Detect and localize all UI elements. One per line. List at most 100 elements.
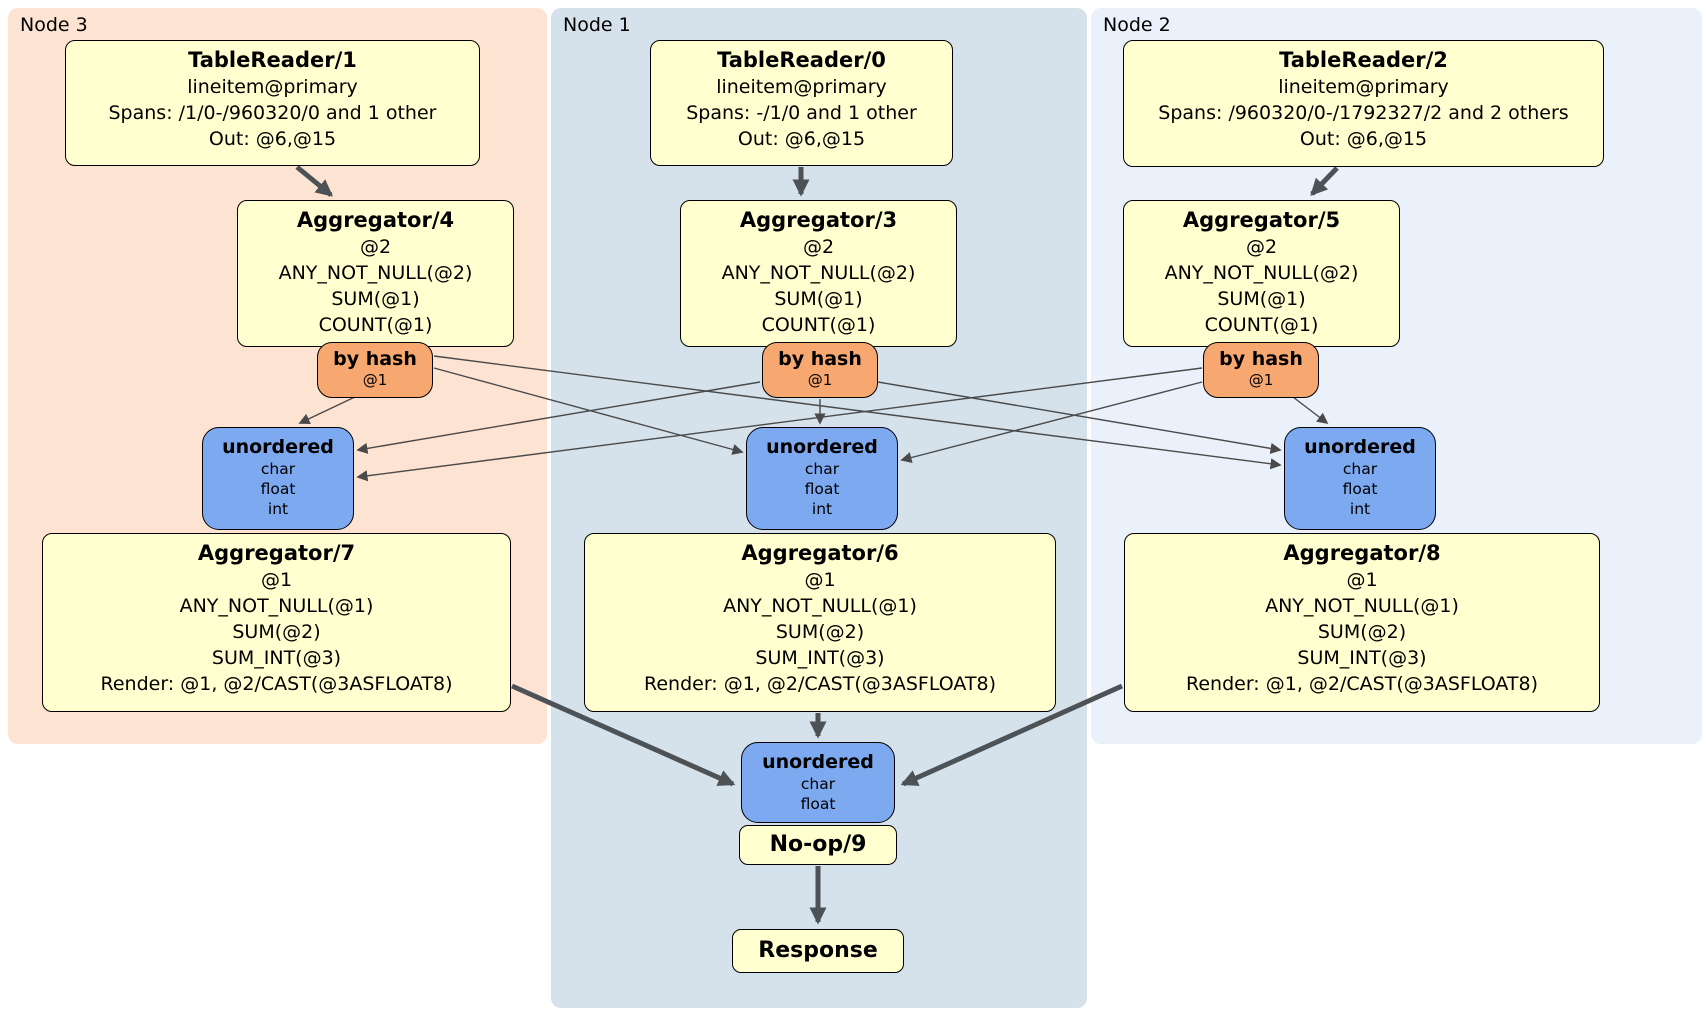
sync-type: char [804,460,840,478]
processor-groupcols: @1 [804,569,836,591]
processor-out: Out: @6,@15 [737,128,866,150]
router-key: @1 [1248,371,1274,389]
processor-groupcols: @2 [802,236,835,258]
processor-index: lineitem@primary [187,76,358,98]
processor-agg-fn: ANY_NOT_NULL(@2) [278,262,473,284]
processor-title: Aggregator/6 [741,541,899,565]
processor-spans: Spans: -/1/0 and 1 other [686,102,917,124]
processor-agg-fn: COUNT(@1) [1204,314,1319,336]
processor-agg-fn: ANY_NOT_NULL(@2) [721,262,916,284]
edge-agg7-syncfinal [510,683,736,787]
processor-aggregator-7: Aggregator/7 @1 ANY_NOT_NULL(@1) SUM(@2)… [42,533,511,712]
sync-label: unordered [1304,436,1416,458]
router-by-hash-node3: by hash @1 [317,342,433,398]
router-by-hash-node2: by hash @1 [1203,342,1319,398]
processor-aggregator-5: Aggregator/5 @2 ANY_NOT_NULL(@2) SUM(@1)… [1123,200,1400,347]
edge-hash3-unordered1 [433,367,744,455]
router-label: by hash [1219,348,1303,370]
processor-agg-fn: ANY_NOT_NULL(@1) [1265,595,1459,617]
processor-index: lineitem@primary [716,76,887,98]
sync-type: char [1342,460,1378,478]
sync-type: char [800,775,836,793]
sync-type: char [260,460,296,478]
processor-tablereader-2: TableReader/2 lineitem@primary Spans: /9… [1123,40,1604,167]
sync-label: unordered [762,751,874,773]
sync-type: int [1349,500,1371,518]
processor-render: Render: @1, @2/CAST(@3ASFLOAT8) [644,673,996,695]
processor-aggregator-4: Aggregator/4 @2 ANY_NOT_NULL(@2) SUM(@1)… [237,200,514,347]
processor-agg-fn: ANY_NOT_NULL(@1) [723,595,917,617]
edge-agg8-syncfinal [900,683,1124,787]
processor-title: Aggregator/8 [1283,541,1441,565]
sync-unordered-node3: unordered char float int [202,427,354,530]
edge-hash1-unordered2 [877,381,1282,454]
edge-hash1-unordered3 [356,381,761,454]
processor-title: TableReader/2 [1279,48,1448,72]
sync-type: float [260,480,296,498]
router-key: @1 [807,371,833,389]
router-label: by hash [333,348,417,370]
processor-title: Aggregator/7 [197,541,356,565]
processor-agg-fn: ANY_NOT_NULL(@2) [1164,262,1359,284]
edge-hash3-unordered2 [433,355,1282,470]
processor-agg-fn: COUNT(@1) [761,314,876,336]
sync-type: float [804,480,840,498]
processor-agg-fn: SUM_INT(@3) [755,647,885,669]
region-node3-label: Node 3 [20,14,88,36]
processor-agg-fn: COUNT(@1) [318,314,433,336]
processor-spans: Spans: /1/0-/960320/0 and 1 other [108,102,437,124]
router-by-hash-node1: by hash @1 [762,342,878,398]
processor-tablereader-0: TableReader/0 lineitem@primary Spans: -/… [650,40,953,166]
region-node2-label: Node 2 [1103,14,1171,36]
sync-label: unordered [222,436,334,458]
processor-groupcols: @1 [260,569,293,591]
sync-unordered-node2: unordered char float int [1284,427,1436,530]
processor-agg-fn: SUM_INT(@3) [211,647,342,669]
sync-type: int [811,500,833,518]
edge-tr1-agg4 [295,165,333,197]
edge-hash2-unordered3 [356,367,1203,482]
processor-noop-9: No-op/9 [739,825,897,865]
processor-agg-fn: SUM(@1) [331,288,420,310]
processor-groupcols: @2 [359,236,392,258]
processor-title: TableReader/1 [188,48,357,72]
processor-render: Render: @1, @2/CAST(@3ASFLOAT8) [100,673,453,695]
processor-agg-fn: SUM(@1) [1217,288,1306,310]
router-key: @1 [362,371,388,389]
router-label: by hash [778,348,862,370]
sync-unordered-node1: unordered char float int [746,427,898,530]
processor-out: Out: @6,@15 [1299,128,1428,150]
processor-title: Aggregator/4 [296,208,455,232]
processor-render: Render: @1, @2/CAST(@3ASFLOAT8) [1186,673,1538,695]
edge-hash3-unordered3 [298,395,358,424]
processor-title: TableReader/0 [717,48,886,72]
processor-agg-fn: SUM(@1) [774,288,863,310]
processor-agg-fn: ANY_NOT_NULL(@1) [179,595,374,617]
processor-index: lineitem@primary [1278,76,1449,98]
processor-agg-fn: SUM(@2) [232,621,321,643]
processor-tablereader-1: TableReader/1 lineitem@primary Spans: /1… [65,40,480,166]
processor-agg-fn: SUM(@2) [1317,621,1407,643]
processor-agg-fn: SUM(@2) [775,621,865,643]
processor-title: Aggregator/5 [1182,208,1341,232]
region-node1-label: Node 1 [563,14,631,36]
sync-type: int [267,500,289,518]
edge-hash2-unordered1 [900,381,1203,464]
edge-hash2-unordered2 [1292,396,1329,425]
processor-title: Aggregator/3 [739,208,898,232]
processor-aggregator-3: Aggregator/3 @2 ANY_NOT_NULL(@2) SUM(@1)… [680,200,957,347]
sync-type: float [800,795,836,813]
processor-agg-fn: SUM_INT(@3) [1297,647,1427,669]
processor-aggregator-6: Aggregator/6 @1 ANY_NOT_NULL(@1) SUM(@2)… [584,533,1056,712]
processor-response: Response [732,929,904,973]
processor-out: Out: @6,@15 [208,128,337,150]
edge-tr2-agg5 [1310,166,1339,196]
processor-groupcols: @2 [1245,236,1278,258]
sync-type: float [1342,480,1378,498]
processor-groupcols: @1 [1346,569,1378,591]
sync-label: unordered [766,436,878,458]
sync-unordered-final: unordered char float [741,742,895,823]
processor-aggregator-8: Aggregator/8 @1 ANY_NOT_NULL(@1) SUM(@2)… [1124,533,1600,712]
